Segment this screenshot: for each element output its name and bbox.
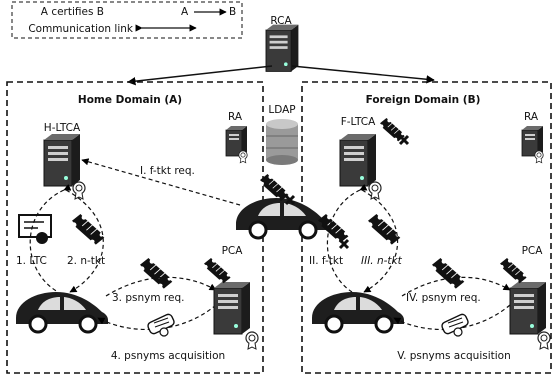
home-step2-label: 2. n-tkt xyxy=(67,255,105,267)
foreign-ltca-label: F-LTCA xyxy=(341,116,376,128)
foreign-step4-label: IV. psnym req. xyxy=(406,292,481,304)
cross-step1-label: I. f-tkt req. xyxy=(140,165,195,177)
foreign-psnym-request-link xyxy=(401,276,511,297)
vehicle-foreign-icon xyxy=(234,196,330,240)
vehicle-home-icon xyxy=(14,290,110,334)
legend-box xyxy=(11,1,243,39)
legend-certifies-label: A certifies B xyxy=(41,6,104,18)
psnym-ticket-foreign-icon xyxy=(431,257,465,290)
psnym-ticket-home-icon xyxy=(139,257,173,290)
foreign-domain-title: Foreign Domain (B) xyxy=(366,94,481,106)
f-tkt-request-arrow xyxy=(81,158,241,206)
foreign-step3-label: III. n-tkt xyxy=(361,255,403,267)
home-ntkt-link xyxy=(65,189,104,293)
home-ltca-label: H-LTCA xyxy=(44,122,81,134)
rca-to-foreign-arrow xyxy=(291,65,435,84)
home-step1-label: 1. LTC xyxy=(16,255,47,267)
legend-a-label: A xyxy=(181,6,189,18)
home-pca-label: PCA xyxy=(222,245,244,257)
foreign-ra-badge-icon xyxy=(534,150,544,164)
home-ra-label: RA xyxy=(228,111,243,123)
home-pca-server-icon xyxy=(213,281,251,335)
pca-ticket-foreign-icon xyxy=(499,257,527,284)
foreign-ltca-server-icon xyxy=(339,133,377,187)
home-ltca-badge-icon xyxy=(72,181,86,200)
rca-server-icon xyxy=(265,24,299,72)
home-step3-label: 3. psnym req. xyxy=(112,292,184,304)
home-pca-badge-icon xyxy=(245,331,259,350)
legend-b-label: B xyxy=(229,6,236,18)
ldap-database-icon xyxy=(266,119,298,165)
legend: A certifies B A B Communication link xyxy=(11,1,243,39)
rca-to-home-arrow xyxy=(127,65,273,86)
ldap-label: LDAP xyxy=(268,104,295,116)
foreign-pca-server-icon xyxy=(509,281,547,335)
ticket-revoked-middle-icon xyxy=(259,173,289,202)
foreign-ftkt-link xyxy=(326,183,368,293)
pseudonym-scroll-foreign-icon xyxy=(439,312,471,337)
home-ra-badge-icon xyxy=(238,150,248,164)
n-tkt-foreign-icon xyxy=(367,213,401,246)
foreign-ltca-badge-icon xyxy=(368,181,382,200)
rca-node: RCA xyxy=(265,15,299,72)
home-step4-label: 4. psnyms acquisition xyxy=(111,350,225,362)
foreign-step2-label: II. f-tkt xyxy=(309,255,343,267)
x-mark-foreign-ftkt-icon xyxy=(338,238,350,250)
home-ltca-server-icon xyxy=(43,133,81,187)
ltc-certificate-icon xyxy=(18,214,52,244)
n-tkt-home-icon xyxy=(71,213,105,246)
foreign-ra-label: RA xyxy=(524,111,539,123)
home-domain-title: Home Domain (A) xyxy=(78,94,182,106)
foreign-step5-label: V. psnyms acquisition xyxy=(397,350,511,362)
home-ltc-link xyxy=(29,184,72,293)
x-mark-foreign-ltca-icon xyxy=(398,134,410,146)
rca-label: RCA xyxy=(270,15,292,27)
foreign-pca-badge-icon xyxy=(537,331,551,350)
home-psnym-request-link xyxy=(105,276,217,297)
pseudonym-scroll-home-icon xyxy=(145,312,177,337)
legend-link-label: Communication link xyxy=(28,23,134,35)
foreign-pca-label: PCA xyxy=(522,245,544,257)
foreign-ntkt-link xyxy=(361,189,399,293)
pca-ticket-home-icon xyxy=(203,257,231,284)
vehicle-in-foreign-domain-icon xyxy=(310,290,406,334)
